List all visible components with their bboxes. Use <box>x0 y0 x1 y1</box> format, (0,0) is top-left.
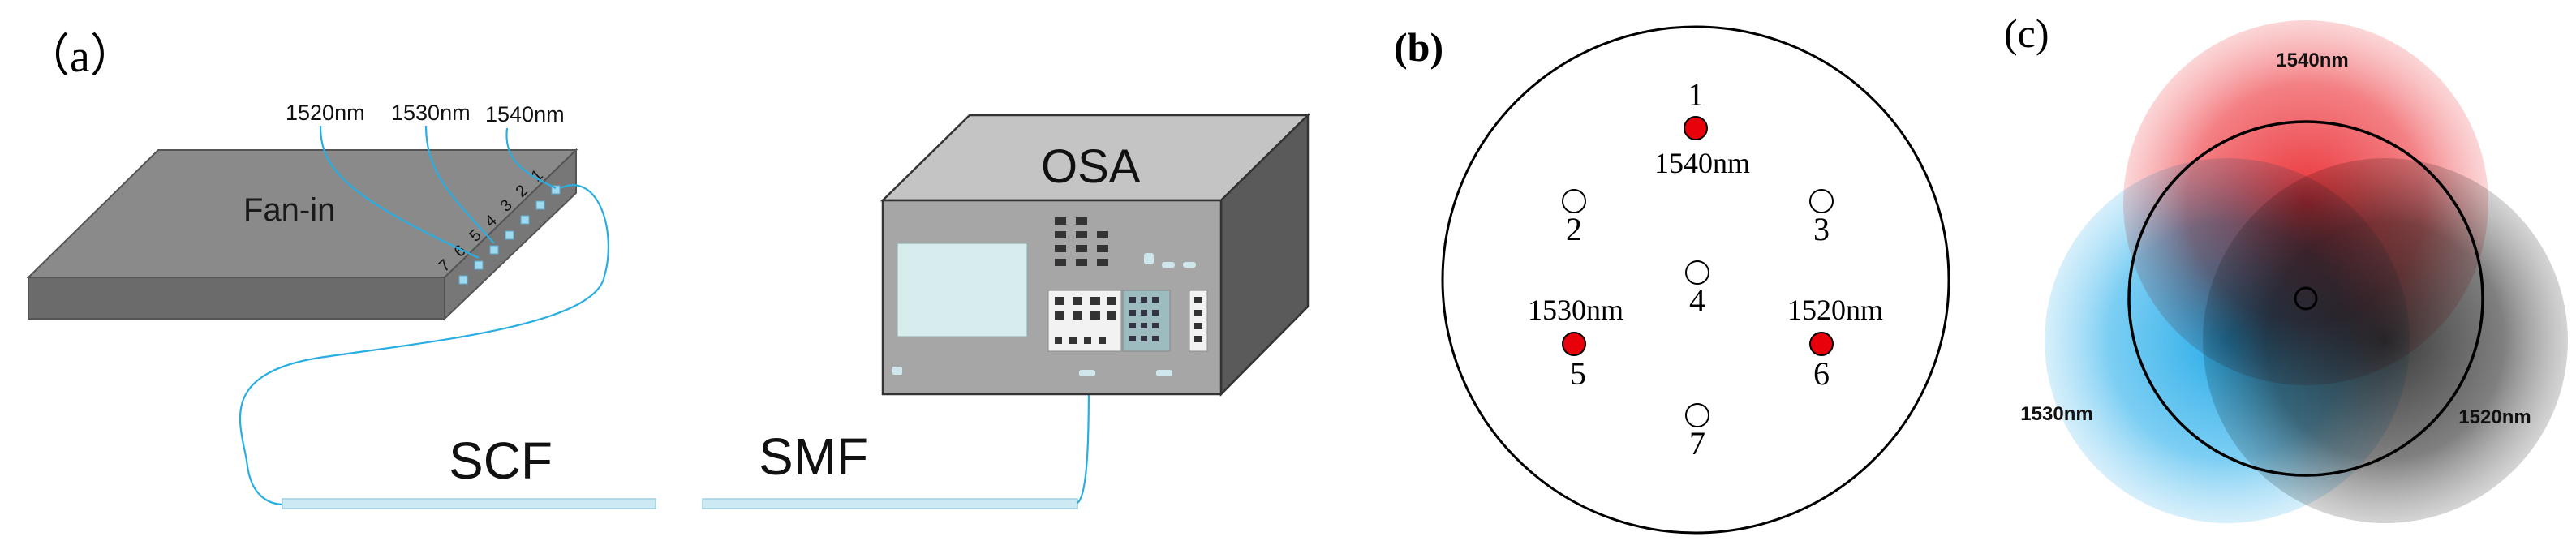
port <box>489 245 499 255</box>
panel-c-label: (c) <box>2004 11 2049 56</box>
core-marker <box>1562 189 1586 213</box>
core-marker <box>1685 260 1709 285</box>
core-6: 6 1520nm <box>1787 294 1883 392</box>
osa-keypad-mid-keys <box>1129 297 1159 341</box>
port <box>535 200 545 210</box>
core-2: 2 <box>1562 189 1586 247</box>
wavelength-labels: 1520nm 1530nm 1540nm <box>286 101 565 127</box>
input-fibers <box>319 125 557 259</box>
core-marker <box>1685 403 1709 427</box>
osa-label: OSA <box>1041 140 1141 193</box>
osa-connector <box>1156 370 1172 376</box>
beam-1540nm <box>2123 20 2488 385</box>
core-7: 7 <box>1685 403 1709 462</box>
osa-keypad-right-keys <box>1194 297 1202 342</box>
core-marker <box>1809 332 1834 356</box>
fiber-1540 <box>505 127 557 189</box>
core-number: 6 <box>1813 355 1830 392</box>
fan-in-front-face <box>28 277 445 320</box>
wavelength-label-1530: 1530nm <box>391 101 471 125</box>
panel-c: (c) 1540nm 1530nm 1520nm <box>2004 11 2568 523</box>
osa-button-grid-upper <box>1055 217 1108 266</box>
core-3: 3 <box>1809 189 1834 247</box>
core-number: 2 <box>1566 211 1582 247</box>
osa-connector <box>892 367 902 375</box>
core-marker <box>1562 332 1586 356</box>
core-wavelength: 1520nm <box>1787 294 1883 326</box>
core-number: 4 <box>1689 282 1705 319</box>
center-core <box>2294 286 2318 311</box>
port <box>458 275 468 285</box>
osa-input-port <box>1079 370 1095 376</box>
core-5: 5 1530nm <box>1528 294 1623 392</box>
port <box>551 185 561 195</box>
core-number: 3 <box>1813 211 1830 247</box>
beam-label-1520: 1520nm <box>2458 406 2531 428</box>
core-marker <box>1684 116 1708 140</box>
beam-label-1540: 1540nm <box>2276 49 2348 71</box>
core-marker <box>1809 189 1834 213</box>
fan-in-device: Fan-in 7 6 5 4 3 2 1 <box>26 148 578 321</box>
port <box>505 230 514 240</box>
smf-fiber <box>702 498 1078 509</box>
fan-in-label: Fan-in <box>243 192 335 228</box>
panel-b-label: (b) <box>1394 24 1443 70</box>
fiber-outline <box>2127 120 2484 477</box>
core-1: 1 1540nm <box>1654 76 1750 179</box>
core-number: 7 <box>1689 425 1705 462</box>
wavelength-label-1520: 1520nm <box>286 101 365 125</box>
osa-indicators <box>1144 253 1196 268</box>
fiber-1530 <box>424 125 495 244</box>
wavelength-label-1540: 1540nm <box>485 102 565 127</box>
port <box>474 260 484 270</box>
scf-label: SCF <box>449 432 553 490</box>
core-number: 1 <box>1688 76 1704 113</box>
panel-a: （a） Fan-in 7 6 5 4 3 <box>24 32 1311 509</box>
fiber-to-osa <box>1077 376 1090 504</box>
fiber-to-scf <box>239 184 609 506</box>
panel-a-label: （a） <box>24 32 135 82</box>
beam-label-1530: 1530nm <box>2020 403 2092 425</box>
port <box>520 215 530 225</box>
fiber-1520 <box>319 125 480 259</box>
core-wavelength: 1530nm <box>1528 294 1623 326</box>
core-wavelength: 1540nm <box>1654 147 1750 179</box>
core-number: 5 <box>1570 355 1586 392</box>
osa-keypad-right <box>1189 290 1208 352</box>
fan-in-ports <box>458 185 561 285</box>
smf-label: SMF <box>759 427 868 486</box>
panel-b: (b) 1 1540nm 2 3 4 5 1530nm 6 1520nm <box>1394 24 1950 535</box>
osa-keypad-left-keys <box>1055 297 1116 344</box>
scf-fiber <box>282 498 656 509</box>
core-4: 4 <box>1685 260 1709 319</box>
osa-instrument: OSA <box>879 113 1311 397</box>
osa-screen <box>897 243 1028 337</box>
